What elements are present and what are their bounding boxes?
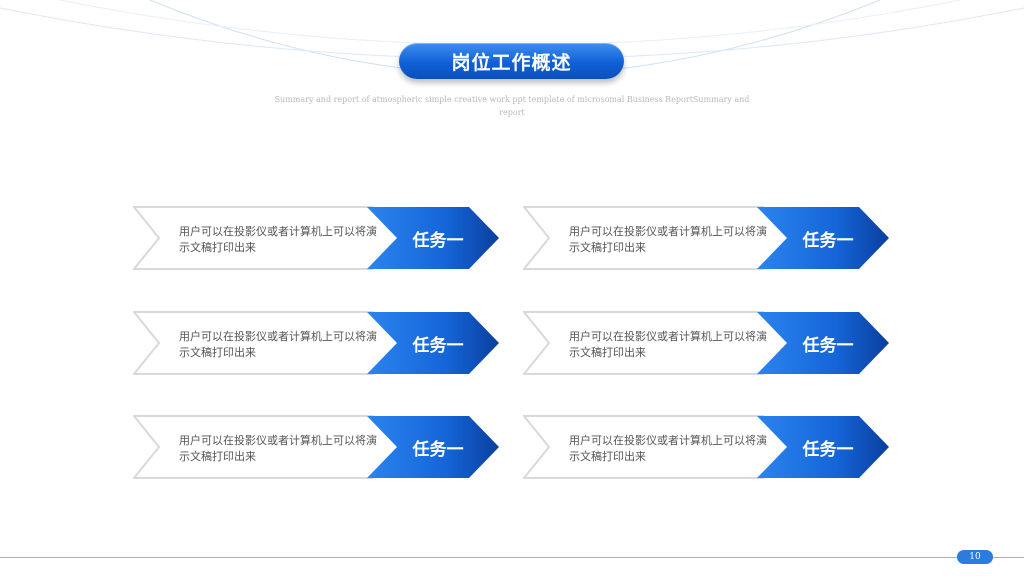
- footer-divider: [0, 557, 1024, 558]
- page-subtitle: Summary and report of atmospheric simple…: [274, 95, 750, 117]
- task-description: 用户可以在投影仪或者计算机上可以将演示文稿打印出来: [179, 225, 377, 254]
- task-card: 用户可以在投影仪或者计算机上可以将演示文稿打印出来 任务一: [133, 414, 501, 480]
- task-card: 用户可以在投影仪或者计算机上可以将演示文稿打印出来 任务一: [133, 310, 501, 376]
- task-description: 用户可以在投影仪或者计算机上可以将演示文稿打印出来: [569, 330, 767, 359]
- task-description: 用户可以在投影仪或者计算机上可以将演示文稿打印出来: [179, 434, 377, 463]
- task-label: 任务一: [802, 439, 854, 460]
- task-card-shape: [133, 415, 499, 479]
- task-card-shape: [523, 311, 889, 375]
- task-card-shape: [133, 311, 499, 375]
- task-card: 用户可以在投影仪或者计算机上可以将演示文稿打印出来 任务一: [523, 414, 891, 480]
- page-title: 岗位工作概述: [399, 43, 624, 79]
- page-number: 10: [957, 550, 993, 564]
- task-label: 任务一: [802, 230, 854, 251]
- task-card: 用户可以在投影仪或者计算机上可以将演示文稿打印出来 任务一: [523, 310, 891, 376]
- task-description: 用户可以在投影仪或者计算机上可以将演示文稿打印出来: [569, 434, 767, 463]
- task-description: 用户可以在投影仪或者计算机上可以将演示文稿打印出来: [179, 330, 377, 359]
- task-card-shape: [133, 206, 499, 270]
- task-description: 用户可以在投影仪或者计算机上可以将演示文稿打印出来: [569, 225, 767, 254]
- task-card: 用户可以在投影仪或者计算机上可以将演示文稿打印出来 任务一: [133, 205, 501, 271]
- task-card-shape: [523, 206, 889, 270]
- task-card-shape: [523, 415, 889, 479]
- task-label: 任务一: [412, 335, 464, 356]
- task-card: 用户可以在投影仪或者计算机上可以将演示文稿打印出来 任务一: [523, 205, 891, 271]
- task-label: 任务一: [412, 439, 464, 460]
- task-label: 任务一: [802, 335, 854, 356]
- task-label: 任务一: [412, 230, 464, 251]
